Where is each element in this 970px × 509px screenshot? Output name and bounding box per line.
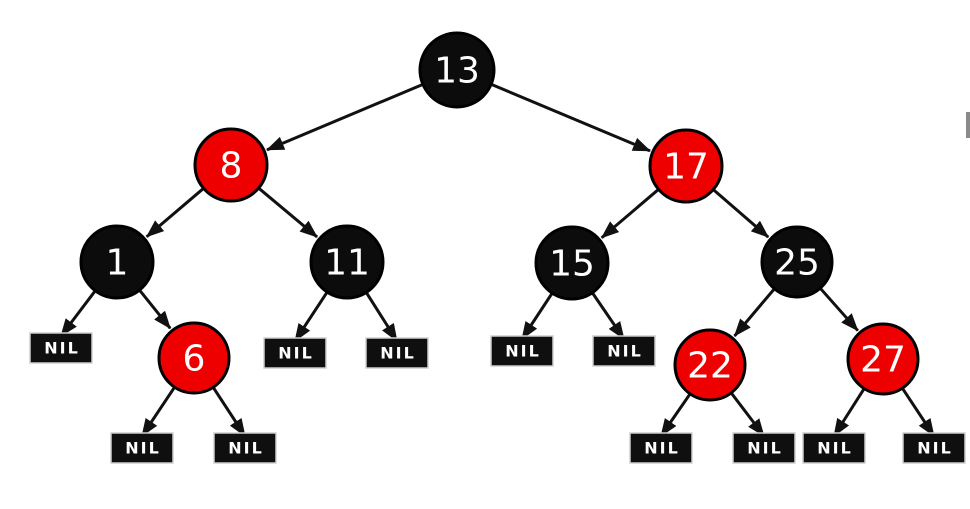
node-value-label: 15 — [549, 244, 595, 285]
edge-1-to-6 — [137, 288, 172, 330]
edge-8-to-11 — [256, 186, 319, 239]
nil-box — [213, 432, 277, 464]
edge-11-to-nil2 — [293, 290, 330, 342]
nil-label: NIL — [747, 439, 783, 458]
nil-label: NIL — [817, 439, 853, 458]
tree-node-11: 11 — [309, 224, 385, 300]
node-value-label: 13 — [434, 51, 480, 92]
node-value-label: 11 — [324, 243, 370, 284]
edge-1-to-nil1 — [59, 289, 98, 337]
nil-label: NIL — [278, 344, 314, 363]
edge-6-to-nil6 — [140, 385, 177, 437]
node-value-label: 25 — [774, 243, 820, 284]
nil-leaf: NIL — [263, 337, 327, 369]
nil-leaf: NIL — [110, 432, 174, 464]
edge-6-to-nil7 — [211, 385, 247, 437]
red-node-circle — [193, 127, 269, 203]
nil-label: NIL — [644, 439, 680, 458]
edge-13-to-8 — [266, 82, 425, 152]
edge-15-to-nil4 — [520, 291, 555, 340]
nil-label: NIL — [917, 439, 953, 458]
edge-13-to-17 — [489, 82, 651, 153]
tree-node-15: 15 — [534, 225, 610, 301]
nil-leaf: NIL — [629, 432, 693, 464]
edge-27-to-nil10 — [832, 386, 867, 437]
edge-15-to-nil5 — [590, 291, 626, 340]
nil-box — [802, 432, 866, 464]
nil-label: NIL — [125, 439, 161, 458]
tree-node-8: 8 — [193, 127, 269, 203]
nil-leaf: NIL — [213, 432, 277, 464]
edge-25-to-27 — [818, 286, 859, 332]
nil-leaf: NIL — [365, 337, 429, 369]
edge-17-to-25 — [711, 187, 770, 239]
nil-box — [732, 432, 796, 464]
black-node-circle — [418, 31, 496, 109]
nil-box — [490, 335, 554, 367]
black-node-circle — [534, 225, 610, 301]
red-node-circle — [846, 322, 920, 396]
nil-leaf: NIL — [29, 332, 93, 364]
tree-node-13: 13 — [418, 31, 496, 109]
black-node-circle — [760, 225, 834, 299]
nil-leaf: NIL — [802, 432, 866, 464]
nil-leaf: NIL — [732, 432, 796, 464]
nil-label: NIL — [505, 342, 541, 361]
node-value-label: 6 — [183, 339, 206, 380]
red-node-circle — [157, 321, 231, 395]
nil-box — [629, 432, 693, 464]
node-value-label: 1 — [106, 243, 129, 284]
node-value-label: 27 — [860, 340, 906, 381]
tree-node-22: 22 — [673, 328, 747, 402]
red-node-circle — [648, 128, 724, 204]
edge-22-to-nil9 — [729, 391, 766, 437]
tree-node-27: 27 — [846, 322, 920, 396]
nil-box — [29, 332, 93, 364]
edge-8-to-1 — [145, 186, 206, 238]
nil-box — [263, 337, 327, 369]
nil-leaf: NIL — [592, 335, 656, 367]
edges-layer — [59, 82, 936, 437]
tree-node-1: 1 — [79, 224, 155, 300]
node-value-label: 8 — [220, 146, 243, 187]
tree-node-6: 6 — [157, 321, 231, 395]
node-value-label: 22 — [687, 346, 733, 387]
nil-leaf: NIL — [490, 335, 554, 367]
nil-box — [365, 337, 429, 369]
edge-11-to-nil3 — [364, 290, 399, 342]
nil-label: NIL — [44, 339, 80, 358]
scrollbar-fragment — [966, 112, 970, 138]
nil-label: NIL — [607, 342, 643, 361]
edge-27-to-nil11 — [900, 386, 936, 437]
edge-25-to-22 — [733, 287, 777, 337]
nil-leaf: NIL — [902, 432, 966, 464]
tree-node-25: 25 — [760, 225, 834, 299]
red-node-circle — [673, 328, 747, 402]
edge-17-to-15 — [600, 187, 661, 239]
black-node-circle — [309, 224, 385, 300]
black-node-circle — [79, 224, 155, 300]
nil-label: NIL — [380, 344, 416, 363]
nil-box — [110, 432, 174, 464]
nil-box — [902, 432, 966, 464]
tree-node-17: 17 — [648, 128, 724, 204]
nil-label: NIL — [228, 439, 264, 458]
edge-22-to-nil8 — [659, 392, 692, 437]
nil-box — [592, 335, 656, 367]
node-value-label: 17 — [663, 147, 709, 188]
